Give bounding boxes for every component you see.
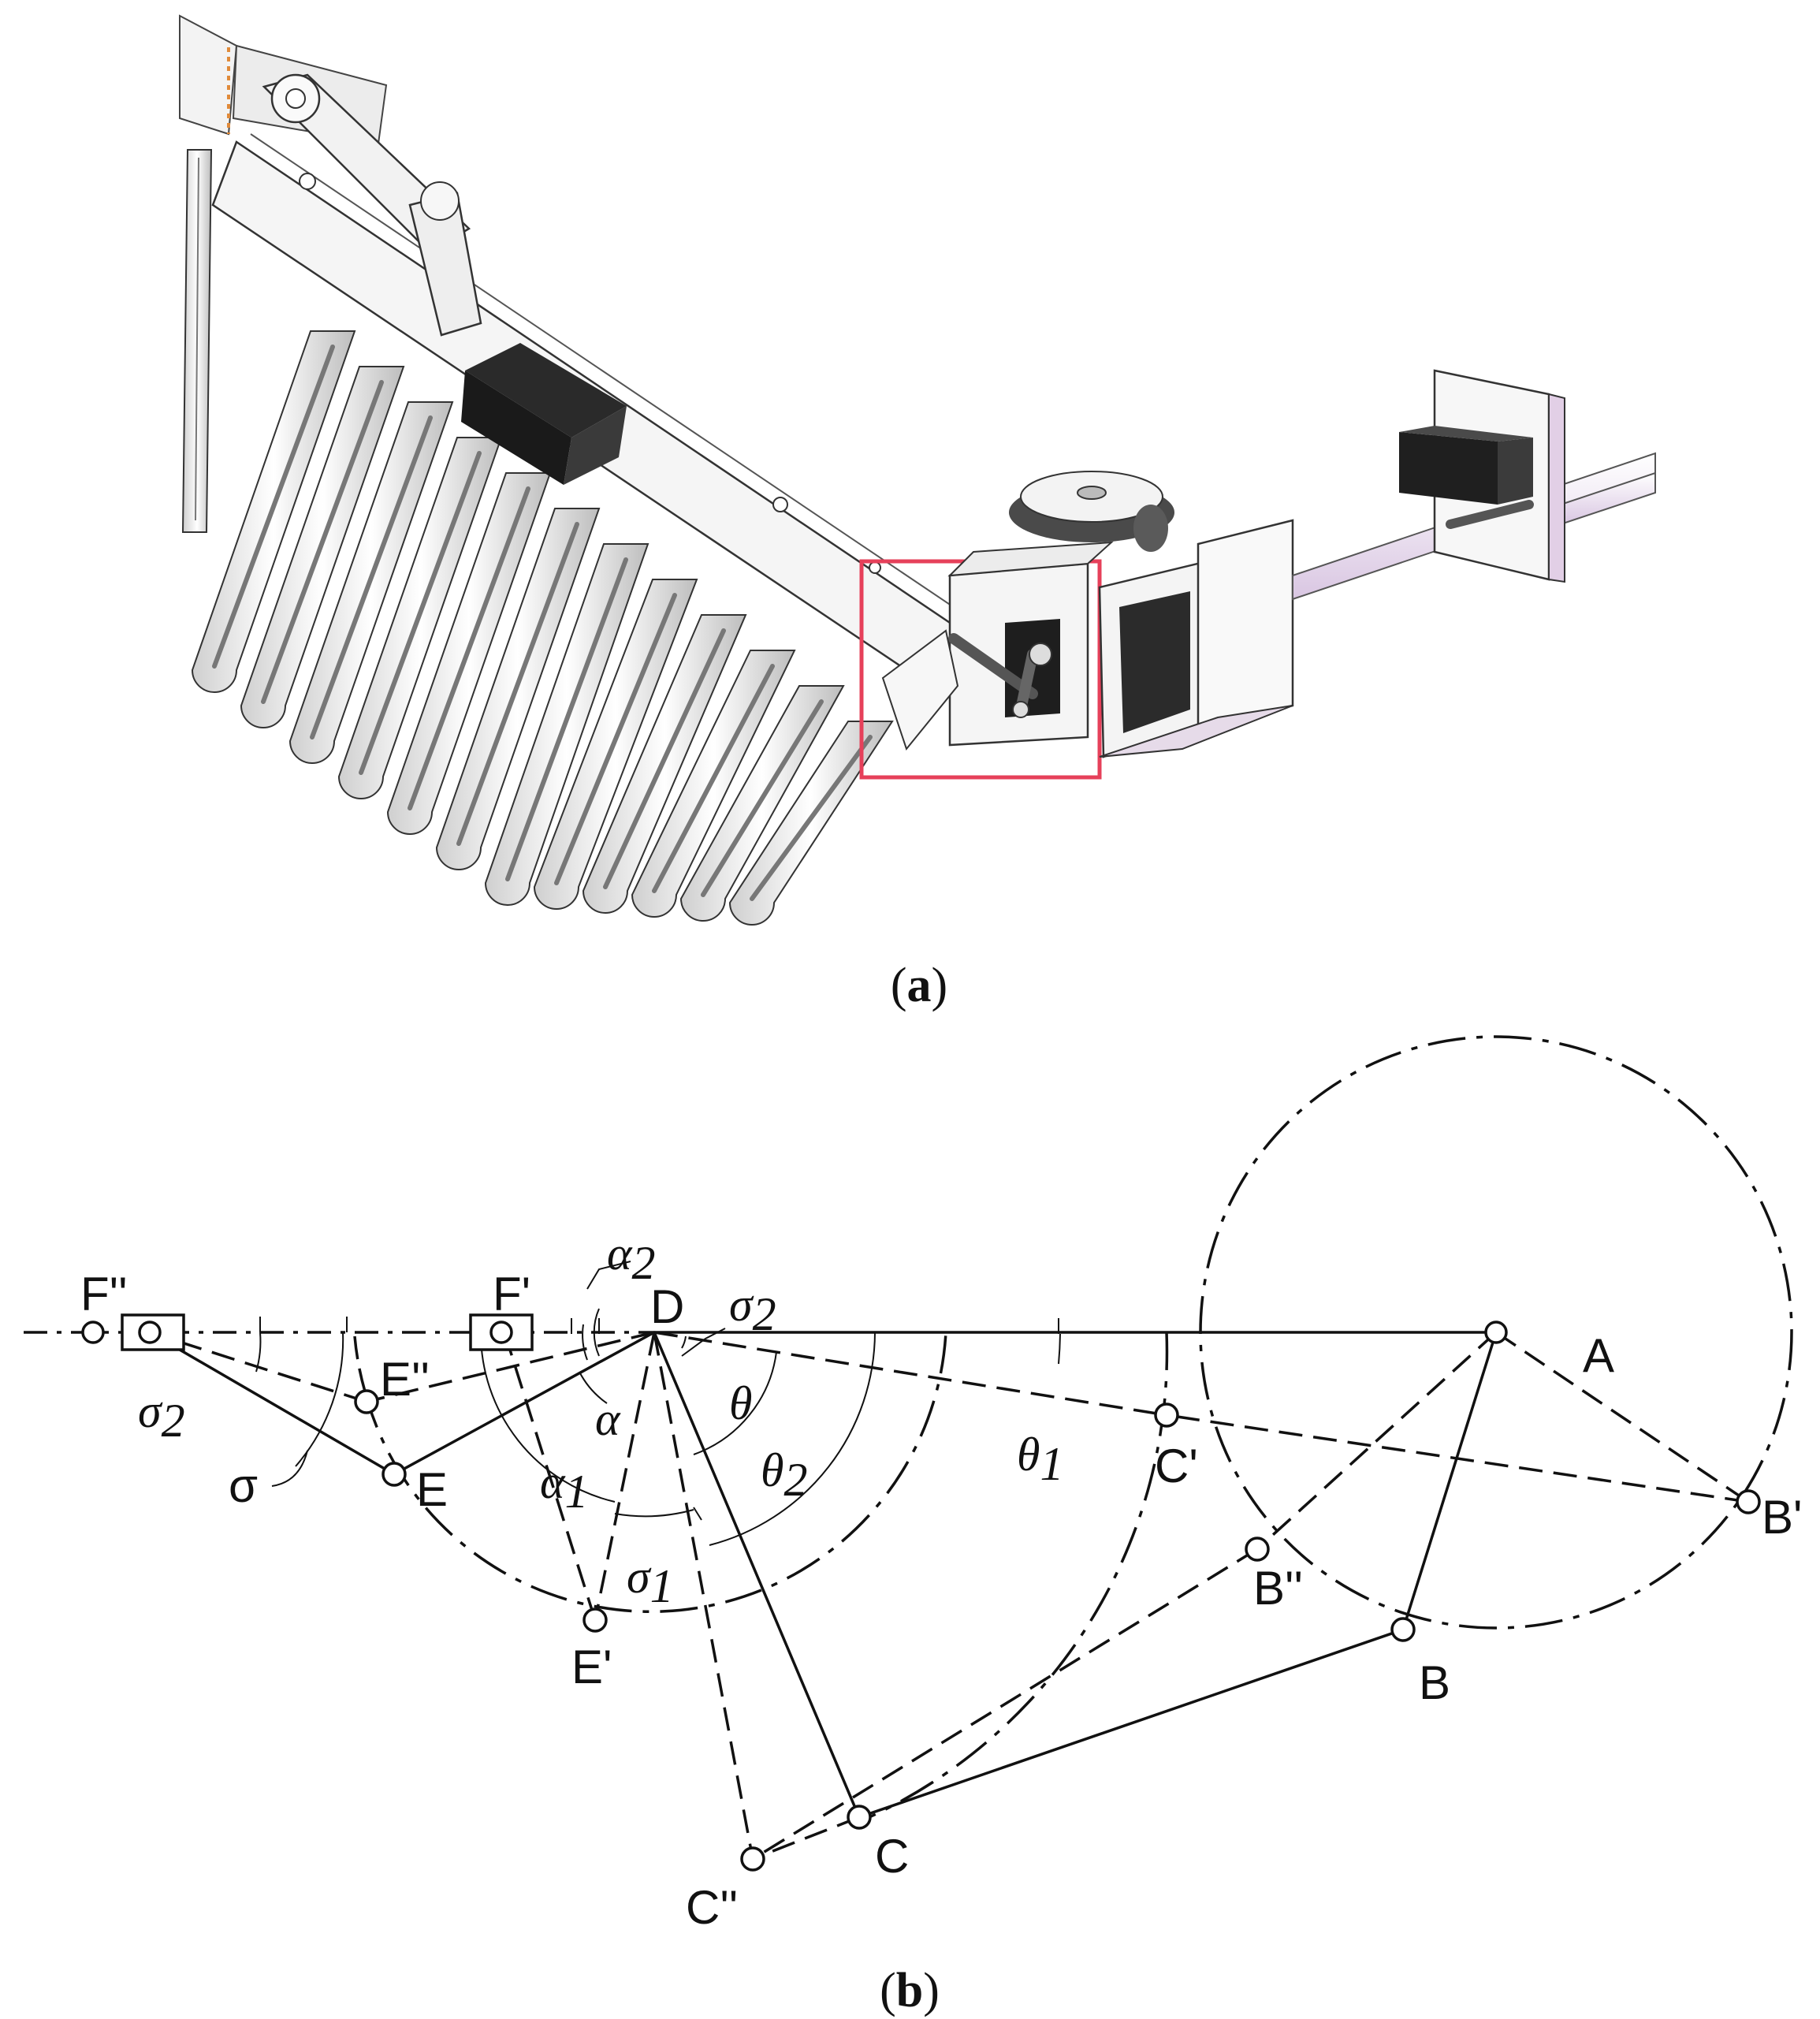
label-e-double: E'': [380, 1353, 430, 1406]
cad-render-panel: (a): [0, 0, 1820, 1012]
link-de-double: [366, 1331, 655, 1403]
link-dc-prime: [653, 1331, 1167, 1417]
bevel-gear: [1009, 471, 1174, 552]
cad-render-illustration: [179, 14, 1656, 926]
angle-arc-sigma2-left: [255, 1332, 262, 1373]
angle-arc-sigma-left: [295, 1332, 344, 1467]
rocker-arc-e: [363, 1332, 947, 1613]
mechanism-diagram-panel: A B B' B'' C C' C'' D E E' E'' F' F'' α2…: [0, 1025, 1820, 2017]
label-theta: θ: [729, 1377, 752, 1429]
gearbox-housing: [1098, 519, 1294, 758]
label-sigma2-left: σ2: [138, 1385, 185, 1447]
label-alpha: α: [595, 1393, 621, 1445]
tine-slot: [212, 345, 335, 669]
joint-e-prime: [582, 1607, 608, 1633]
angle-arc-alpha1: [479, 1332, 616, 1503]
label-c-prime: C': [1155, 1440, 1198, 1492]
link-ef: [149, 1331, 395, 1476]
label-e-prime: E': [571, 1641, 612, 1693]
right-bearing-plate: [1399, 369, 1565, 583]
link-bc-double: [752, 1548, 1258, 1861]
tine-comb: [191, 330, 894, 926]
label-c-double: C'': [686, 1881, 738, 1934]
tine-slot: [701, 699, 824, 897]
joint-b-double: [1245, 1537, 1270, 1562]
beam-motor-block: [461, 343, 627, 485]
label-c: C: [875, 1830, 909, 1883]
crank-housing: [881, 541, 1114, 751]
panel-a-caption: (a): [890, 959, 948, 1012]
label-d: D: [650, 1280, 684, 1333]
tine-slot: [359, 451, 482, 775]
panel-b-caption: (b): [880, 1964, 940, 2017]
tine-slot: [750, 735, 873, 901]
tine-slot: [408, 486, 530, 810]
tine-slot: [603, 628, 726, 889]
label-b: B: [1419, 1656, 1450, 1709]
tine-slot: [310, 415, 433, 739]
joint-c: [847, 1805, 872, 1830]
label-sigma2-right: σ2: [729, 1279, 776, 1340]
label-theta2: θ2: [761, 1444, 807, 1506]
link-ab: [1401, 1332, 1498, 1630]
left-vertical-tube: [181, 149, 213, 533]
label-sigma1: σ1: [627, 1551, 674, 1612]
joint-e-double: [354, 1389, 379, 1414]
label-f-double: F'': [80, 1268, 128, 1321]
link-bc-prime: [1166, 1414, 1749, 1503]
tine-slot: [261, 380, 384, 704]
angle-arc-sigma2-right: [681, 1335, 687, 1349]
joint-b: [1390, 1617, 1416, 1642]
label-f-prime: F': [493, 1268, 530, 1321]
joint-f-prime-slider: [489, 1321, 513, 1344]
angle-arc-alpha2: [593, 1308, 600, 1357]
upper-link-arm: [262, 73, 482, 337]
angle-arc-theta2: [709, 1332, 876, 1546]
link-bc: [858, 1628, 1404, 1819]
label-sigma: σ: [229, 1459, 258, 1512]
label-b-prime: B': [1762, 1491, 1802, 1544]
joint-f-double-end: [81, 1321, 105, 1344]
link-de: [393, 1331, 655, 1476]
linkage-kinematic-diagram: A B B' B'' C C' C'' D E E' E'' F' F'' α2…: [24, 1035, 1802, 1934]
link-ab-double: [1256, 1331, 1498, 1551]
tine-slot: [505, 557, 628, 881]
joint-b-prime: [1736, 1489, 1761, 1514]
joint-e: [381, 1462, 407, 1487]
label-b-double: B'': [1253, 1562, 1303, 1615]
crank-circle: [1199, 1035, 1793, 1630]
link-de-prime: [594, 1332, 656, 1621]
link-ab-prime: [1495, 1331, 1749, 1503]
tine-slot: [456, 522, 579, 846]
label-alpha2: α2: [607, 1227, 656, 1289]
tine-slot: [652, 664, 775, 893]
joint-c-prime: [1154, 1402, 1179, 1428]
link-dc: [653, 1332, 861, 1818]
joint-a: [1484, 1321, 1508, 1344]
angle-arc-alpha: [579, 1371, 608, 1404]
label-a: A: [1583, 1329, 1614, 1382]
joint-c-double: [740, 1846, 765, 1872]
slider-f-double: [121, 1313, 185, 1351]
label-alpha1: α1: [540, 1456, 589, 1518]
link-dc-double: [653, 1332, 754, 1860]
angle-arc-sigma1: [614, 1509, 694, 1518]
angle-arc-theta1: [1058, 1333, 1061, 1365]
label-e: E: [416, 1463, 448, 1516]
tine-finger: [631, 650, 796, 918]
joint-f-slider: [138, 1321, 162, 1344]
angle-arc-theta: [693, 1351, 777, 1455]
label-theta1: θ1: [1017, 1429, 1063, 1490]
tine-slot: [554, 593, 677, 885]
link-ef-prime: [503, 1332, 597, 1621]
